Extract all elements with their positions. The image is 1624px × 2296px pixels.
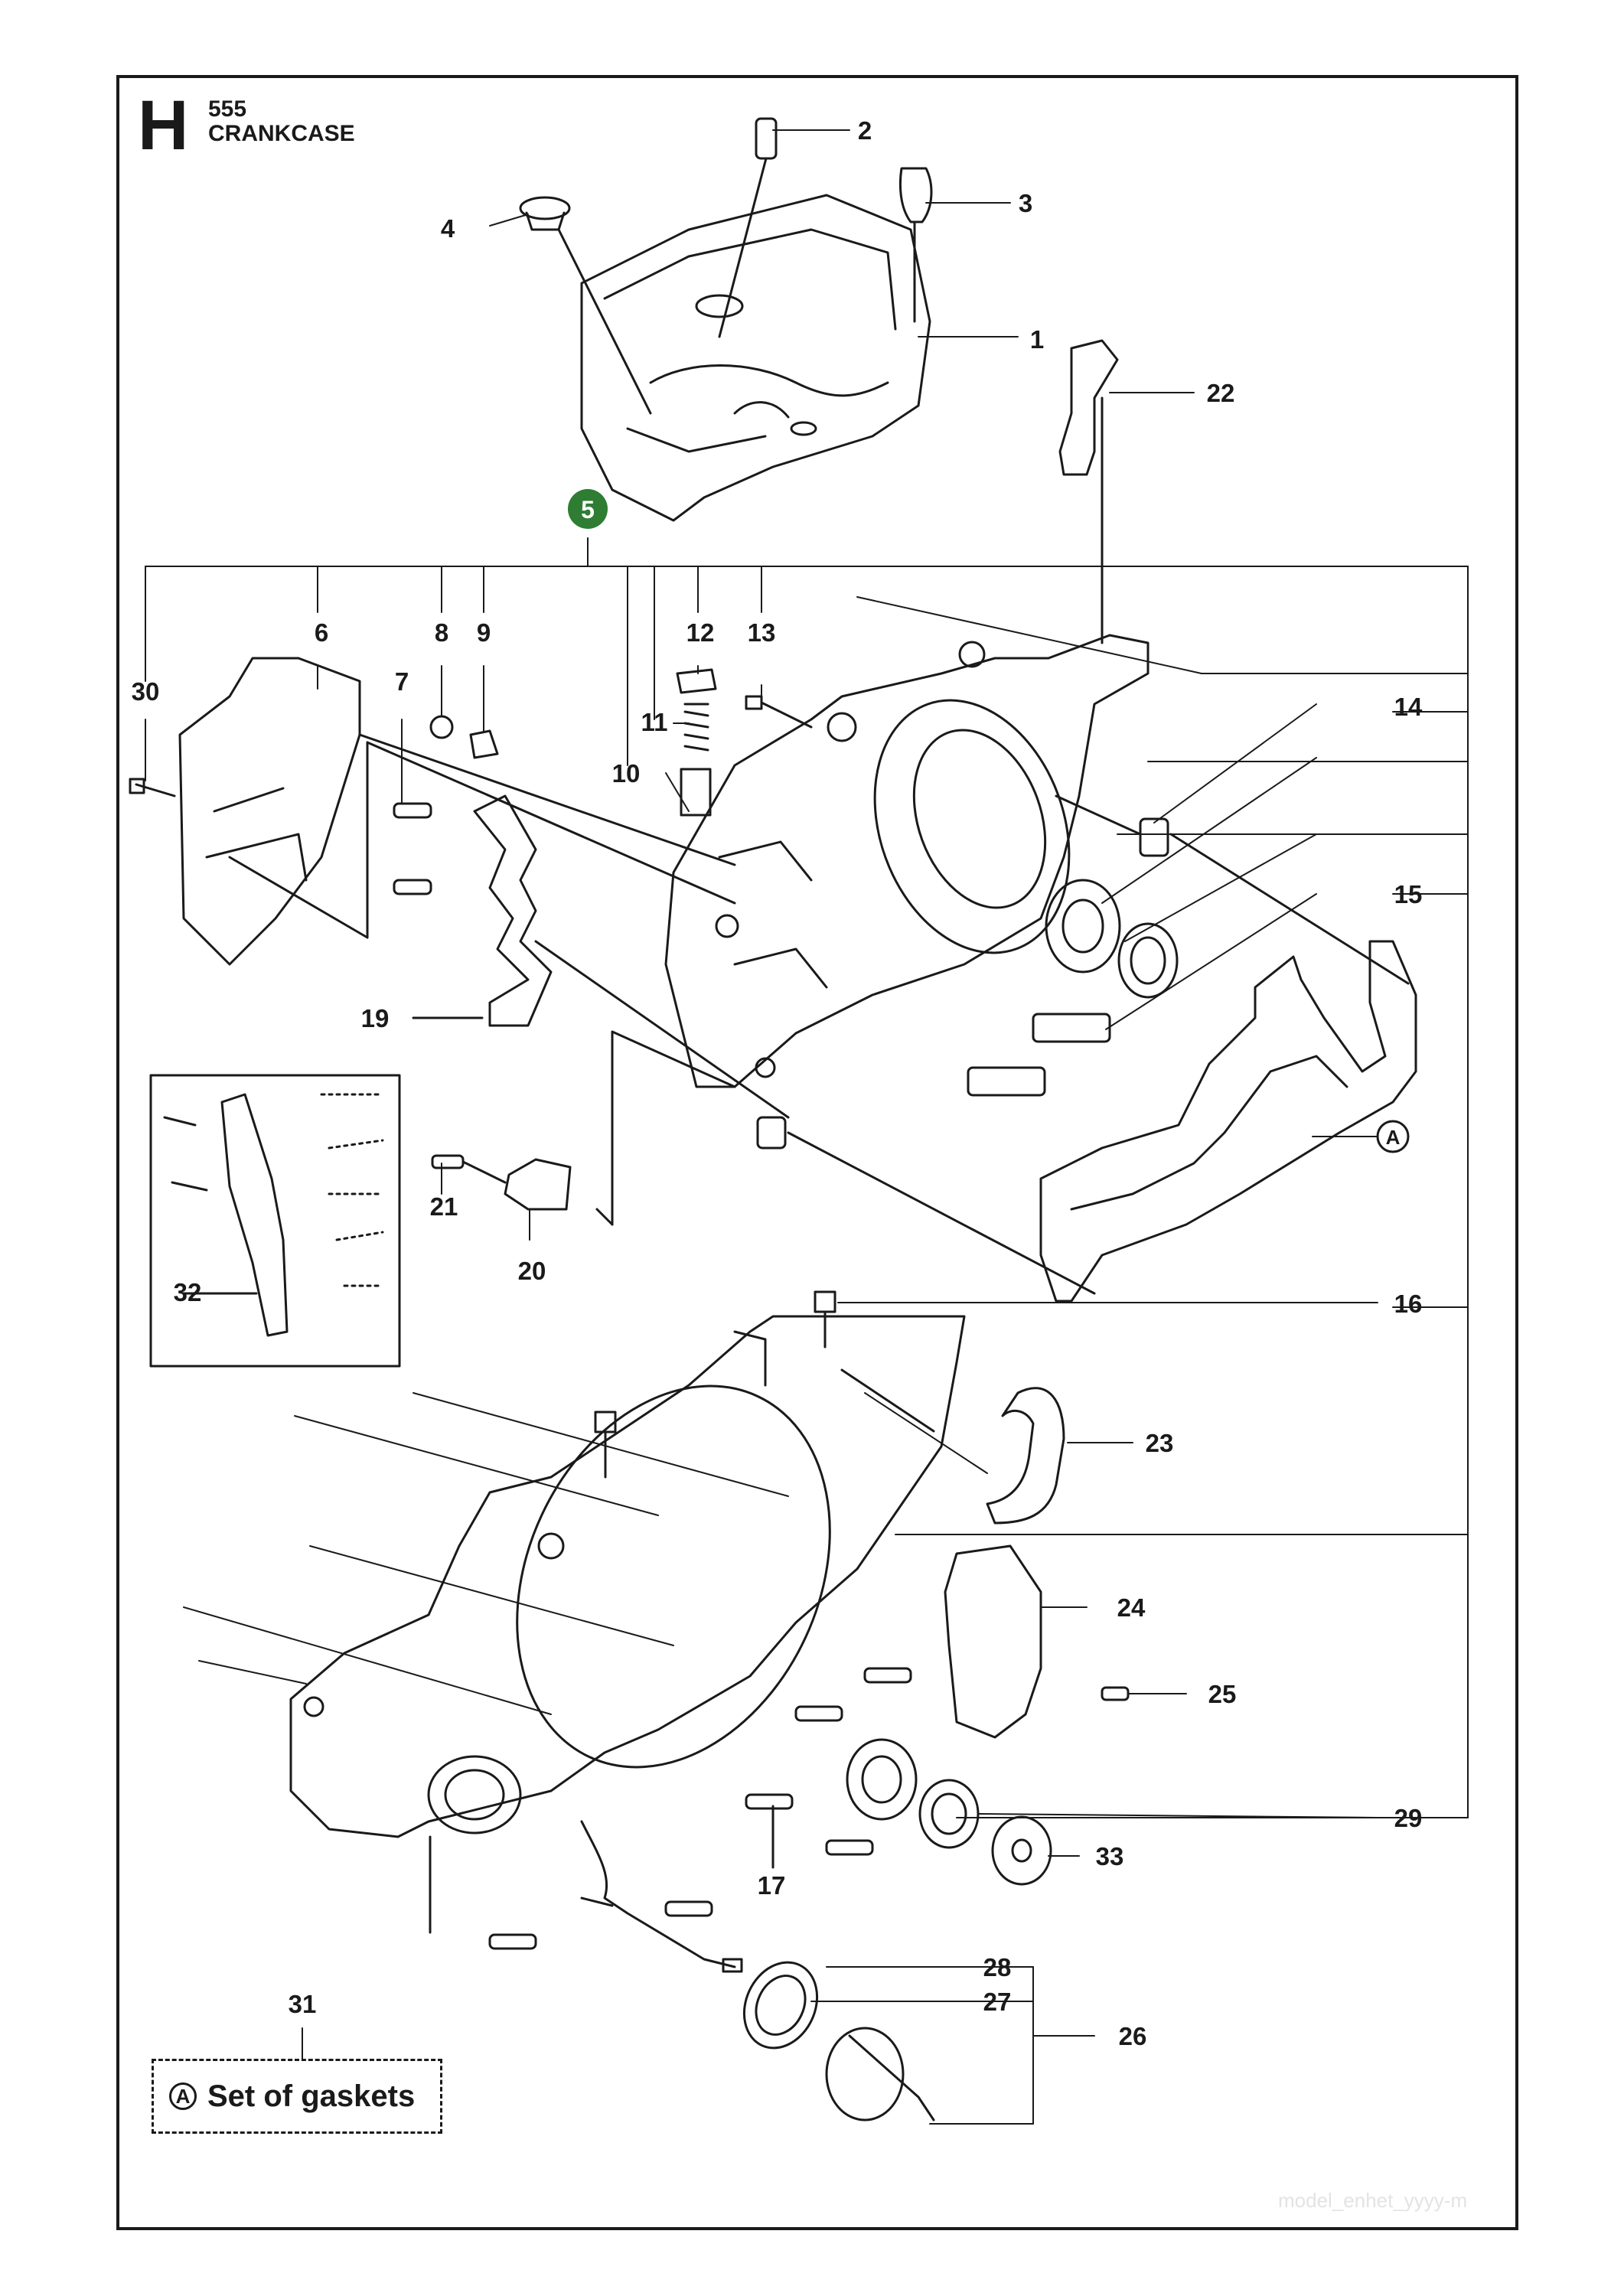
inset-box-32	[149, 1074, 401, 1368]
part-valve-assembly	[676, 668, 813, 817]
part-sleeve-lower	[756, 1116, 1096, 1295]
part-catcher-19	[412, 794, 790, 1119]
part-gasket-a	[1039, 940, 1417, 1303]
callout-3: 3	[1019, 189, 1032, 217]
part-pin-9	[469, 729, 499, 759]
callout-2: 2	[858, 116, 872, 145]
callout-9: 9	[477, 618, 491, 647]
callout-11: 11	[641, 708, 668, 736]
part-crankcase-lower	[289, 1315, 966, 1838]
leader-lines	[145, 129, 1378, 1868]
callout-bracket-26	[302, 1966, 1095, 2125]
part-crankcase-cover	[580, 194, 931, 522]
callout-8: 8	[435, 618, 448, 647]
part-bolts-7	[366, 741, 736, 939]
legend-box: A Set of gaskets	[152, 2059, 442, 2134]
callout-15: 15	[1394, 880, 1423, 908]
callout-1: 1	[1030, 325, 1044, 354]
group-5-bracket	[145, 537, 1469, 1818]
part-oil-pump-assembly	[580, 1820, 935, 2122]
part-bolt-30	[129, 778, 176, 797]
callout-17: 17	[758, 1871, 786, 1900]
callout-19: 19	[361, 1004, 390, 1032]
callout-10: 10	[612, 759, 641, 788]
callout-27: 27	[983, 1988, 1012, 2016]
callout-7: 7	[395, 667, 409, 696]
part-crankcase-half	[664, 634, 1150, 1088]
gasket-ref-a: A	[1376, 1120, 1410, 1153]
callout-28: 28	[983, 1953, 1012, 1981]
callout-25: 25	[1208, 1680, 1237, 1708]
part-cover-6	[178, 657, 736, 966]
callout-31: 31	[289, 1990, 317, 2018]
part-bolt-2	[718, 117, 778, 338]
group-badge-5: 5	[568, 489, 608, 529]
model-number: 555	[208, 96, 247, 122]
legend-text: Set of gaskets	[207, 2079, 416, 2113]
part-bracket-22	[1058, 339, 1119, 644]
callout-26: 26	[1119, 2022, 1147, 2050]
part-sensor-3	[898, 167, 933, 323]
part-sleeve-14	[1055, 794, 1410, 985]
callout-13: 13	[748, 618, 776, 647]
part-bolts-17	[429, 1667, 912, 1950]
callout-21: 21	[430, 1192, 458, 1221]
callout-23: 23	[1146, 1429, 1174, 1457]
callout-32: 32	[174, 1278, 202, 1306]
callout-22: 22	[1207, 379, 1235, 407]
svg-text:5: 5	[581, 496, 595, 523]
part-bolt-16	[814, 1290, 836, 1349]
callout-16: 16	[1394, 1290, 1423, 1318]
part-bearing-15	[967, 879, 1179, 1097]
svg-text:A: A	[1386, 1126, 1401, 1149]
callout-6: 6	[315, 618, 328, 647]
callout-20: 20	[518, 1257, 546, 1285]
callout-29: 29	[1394, 1804, 1423, 1832]
callout-33: 33	[1096, 1842, 1124, 1870]
callout-24: 24	[1117, 1593, 1146, 1622]
section-letter: H	[138, 86, 189, 165]
part-bearing-29	[846, 1738, 1052, 1886]
part-bolt-upper	[594, 1411, 617, 1479]
callout-30: 30	[132, 677, 160, 706]
part-bracket-20	[431, 1030, 736, 1226]
callout-4: 4	[441, 214, 455, 243]
part-cover-24	[944, 1544, 1130, 1739]
part-nut-8	[429, 715, 454, 739]
part-bar-23	[986, 1387, 1065, 1525]
callout-12: 12	[686, 618, 715, 647]
legend-symbol: A	[169, 2082, 197, 2110]
watermark: model_enhet_yyyy-m	[1278, 2189, 1468, 2212]
part-grommet-4	[519, 196, 652, 415]
section-title: CRANKCASE	[208, 121, 355, 146]
assembly-guide-lines	[183, 1392, 988, 1715]
callout-14: 14	[1394, 693, 1423, 721]
diagram-frame	[116, 75, 1518, 2230]
